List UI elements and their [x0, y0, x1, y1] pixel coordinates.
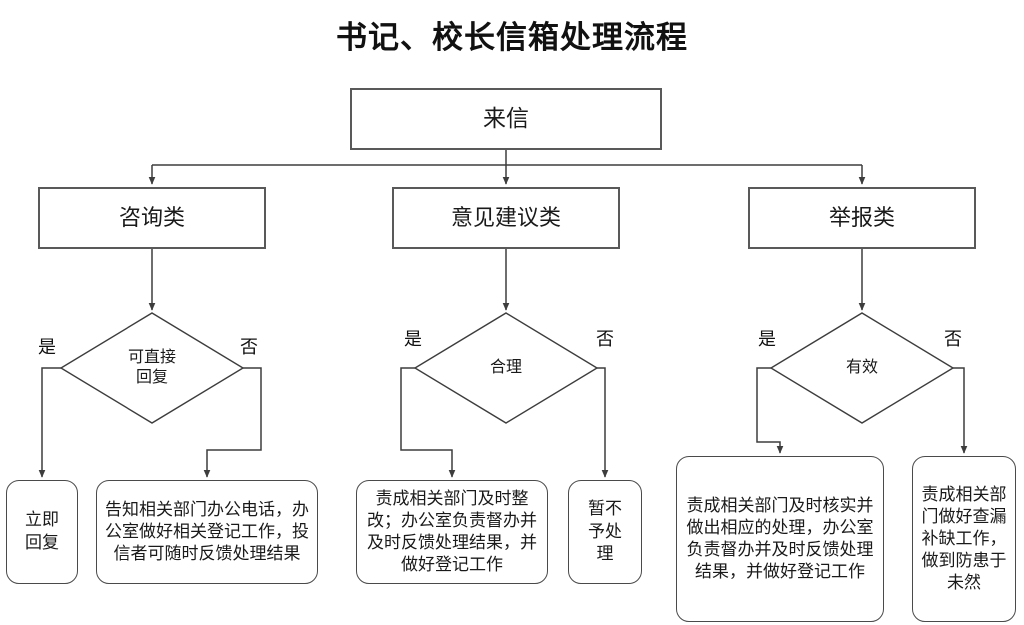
edge-valid-no — [953, 367, 968, 454]
edge-valid-yes — [756, 367, 784, 454]
node-action-no-action-label: 暂不 予处 理 — [588, 498, 622, 564]
node-start[interactable]: 来信 — [350, 88, 662, 150]
node-action-inform-department[interactable]: 告知相关部门办公电话，办公室做好相关登记工作，投信者可随时反馈处理结果 — [96, 480, 318, 584]
edge-label-valid-no: 否 — [944, 329, 962, 349]
node-action-verify-handle[interactable]: 责成相关部门及时核实并做出相应的处理，办公室负责督办并及时反馈处理结果，并做好登… — [676, 456, 884, 622]
node-category-suggestion[interactable]: 意见建议类 — [392, 187, 620, 249]
edge-reasonable-yes — [400, 367, 456, 478]
edge-direct-yes — [38, 367, 61, 478]
node-action-rectify[interactable]: 责成相关部门及时整改；办公室负责督办并及时反馈处理结果，并做好登记工作 — [356, 480, 548, 584]
node-category-report-label: 举报类 — [828, 204, 895, 230]
page-title: 书记、校长信箱处理流程 — [336, 20, 688, 55]
node-category-inquiry-label: 咨询类 — [118, 204, 185, 230]
node-action-rectify-label: 责成相关部门及时整改；办公室负责督办并及时反馈处理结果，并做好登记工作 — [367, 488, 537, 575]
node-action-immediate-reply[interactable]: 立即 回复 — [6, 480, 78, 584]
edge-direct-no — [203, 367, 262, 478]
node-action-immediate-reply-label: 立即 回复 — [25, 510, 59, 552]
edge-label-direct-yes: 是 — [38, 337, 56, 357]
node-action-inform-department-label: 告知相关部门办公电话，办公室做好相关登记工作，投信者可随时反馈处理结果 — [105, 499, 309, 564]
node-action-prevent-label: 责成相关部门做好查漏补缺工作，做到防患于未然 — [921, 484, 1007, 593]
diamond-valid — [769, 312, 955, 424]
node-action-prevent[interactable]: 责成相关部门做好查漏补缺工作，做到防患于未然 — [912, 456, 1016, 622]
node-category-inquiry[interactable]: 咨询类 — [38, 187, 266, 249]
node-start-label: 来信 — [483, 106, 529, 132]
edge-label-reasonable-yes: 是 — [404, 329, 422, 349]
edge-reasonable-no — [597, 367, 609, 478]
diamond-direct-reply — [59, 312, 245, 424]
node-category-report[interactable]: 举报类 — [748, 187, 976, 249]
edge-label-reasonable-no: 否 — [596, 329, 614, 349]
node-category-suggestion-label: 意见建议类 — [450, 204, 561, 230]
node-action-no-action[interactable]: 暂不 予处 理 — [568, 480, 642, 584]
node-action-verify-handle-label: 责成相关部门及时核实并做出相应的处理，办公室负责督办并及时反馈处理结果，并做好登… — [686, 495, 874, 582]
edge-label-valid-yes: 是 — [758, 329, 776, 349]
edge-label-direct-no: 否 — [240, 337, 258, 357]
diamond-reasonable — [413, 312, 599, 424]
